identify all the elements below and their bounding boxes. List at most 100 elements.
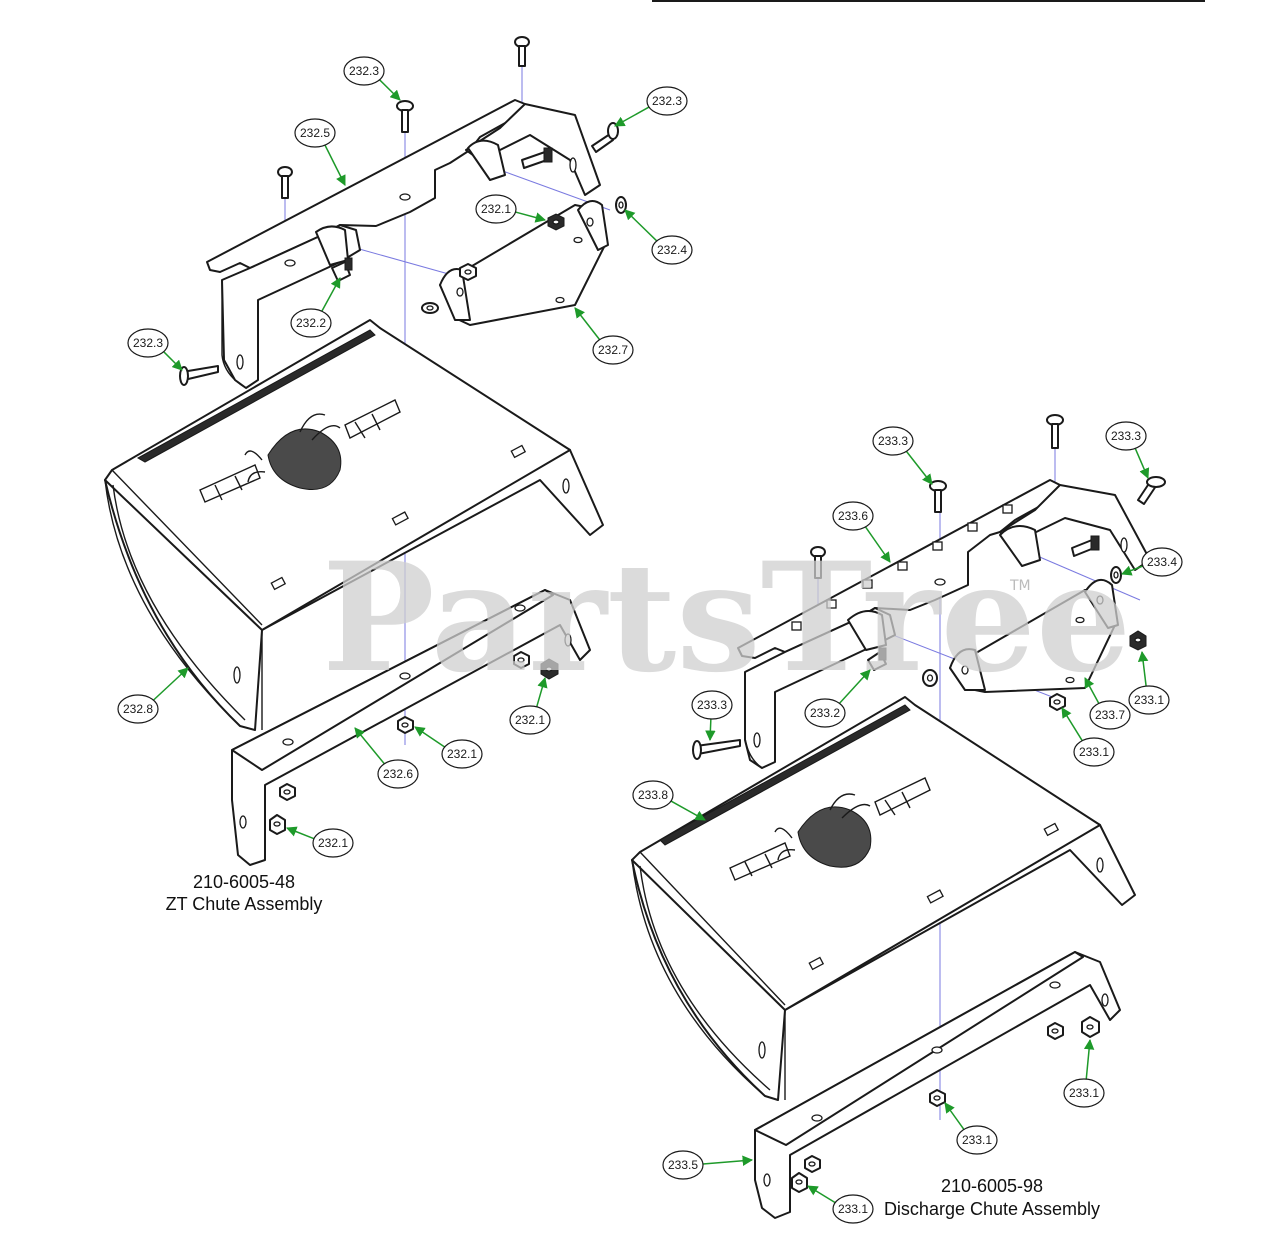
mounting-bracket-233-6 xyxy=(737,479,1151,769)
callout: 232.2 xyxy=(290,277,341,338)
callout-bubble xyxy=(1141,547,1183,577)
callout-label: 233.2 xyxy=(810,706,840,720)
callout-leader xyxy=(1084,677,1100,704)
callout-bubble xyxy=(377,759,419,789)
callout-label: 233.1 xyxy=(1069,1086,1099,1100)
callout: 232.3 xyxy=(614,86,688,127)
callout-label: 233.3 xyxy=(697,698,727,712)
callout-label: 233.8 xyxy=(638,788,668,802)
callout-label: 232.1 xyxy=(515,713,545,727)
watermark-trademark: TM xyxy=(1009,578,1031,594)
brand-logo xyxy=(729,777,931,881)
callout-bubble xyxy=(1063,1078,1105,1108)
callout-label: 233.1 xyxy=(1134,693,1164,707)
callout: 233.3 xyxy=(872,426,933,485)
callout: 233.1 xyxy=(1061,707,1115,767)
assembly-captions: 210-6005-48 ZT Chute Assembly 210-6005-9… xyxy=(166,872,1100,1219)
callout: 233.3 xyxy=(1105,421,1150,479)
chute-body-232-8 xyxy=(104,319,604,731)
callout-bubble xyxy=(290,308,332,338)
callout-label: 233.3 xyxy=(878,434,908,448)
callout-label: 233.3 xyxy=(1111,429,1141,443)
flange-nuts xyxy=(269,651,559,835)
callout-label: 232.5 xyxy=(300,126,330,140)
callout-leader xyxy=(163,351,183,371)
assembly-part-number-discharge: 210-6005-98 xyxy=(941,1176,1043,1196)
callout-bubble xyxy=(632,780,674,810)
callout-bubble xyxy=(1089,700,1131,730)
flange-nuts xyxy=(791,1016,1100,1193)
assembly-part-number-zt: 210-6005-48 xyxy=(193,872,295,892)
callout-bubble xyxy=(832,1194,874,1224)
callout: 233.1 xyxy=(1128,650,1170,715)
callout-bubble xyxy=(651,235,693,265)
callout-label: 233.4 xyxy=(1147,555,1177,569)
callout-leader xyxy=(574,307,601,341)
callout-label: 232.1 xyxy=(447,747,477,761)
callout: 233.5 xyxy=(662,1150,754,1180)
callout-bubble xyxy=(127,328,169,358)
callout-label: 233.7 xyxy=(1095,708,1125,722)
callout: 233.3 xyxy=(691,690,733,742)
callout-bubble xyxy=(509,705,551,735)
callout-label: 232.8 xyxy=(123,702,153,716)
callout-bubble xyxy=(691,690,733,720)
callout: 233.1 xyxy=(944,1102,998,1155)
callout-label: 233.1 xyxy=(962,1133,992,1147)
callout-leader xyxy=(944,1102,965,1130)
callout-label: 232.1 xyxy=(318,836,348,850)
callout-label: 233.1 xyxy=(1079,745,1109,759)
callout-leader xyxy=(1134,448,1150,479)
callout-label: 232.4 xyxy=(657,243,687,257)
callout-bubble xyxy=(872,426,914,456)
callout: 233.1 xyxy=(807,1185,874,1224)
callout: 232.3 xyxy=(343,56,401,101)
callout: 233.7 xyxy=(1084,677,1131,730)
callout-bubble xyxy=(117,694,159,724)
mounting-bracket-232-5 xyxy=(206,99,601,389)
callout-leader xyxy=(321,277,341,312)
callout: 233.4 xyxy=(1121,547,1183,577)
callout-label: 233.1 xyxy=(838,1202,868,1216)
callout: 232.6 xyxy=(354,727,419,789)
callout-label: 232.3 xyxy=(652,94,682,108)
callout-bubble xyxy=(343,56,385,86)
assembly-name-discharge: Discharge Chute Assembly xyxy=(884,1199,1100,1219)
callout: 233.2 xyxy=(804,669,871,728)
watermark-text: PartsTree xyxy=(322,530,1131,706)
callout-bubble xyxy=(1128,685,1170,715)
callout: 233.8 xyxy=(632,780,706,821)
callout-leader xyxy=(152,667,189,701)
callout: 233.1 xyxy=(1063,1038,1105,1108)
callout-bubble xyxy=(832,501,874,531)
callout-leader xyxy=(864,526,891,563)
callout: 232.1 xyxy=(286,826,354,858)
callout: 232.8 xyxy=(117,667,189,724)
support-plate-233-7 xyxy=(949,578,1119,693)
callout-leader xyxy=(807,1185,836,1204)
callout-bubble xyxy=(662,1150,704,1180)
callout-bubble xyxy=(475,194,517,224)
support-plate-232-7 xyxy=(439,200,609,326)
callout: 232.1 xyxy=(475,194,547,224)
callout: 233.6 xyxy=(832,501,891,563)
callout-bubble xyxy=(294,118,336,148)
callout-leader xyxy=(536,676,548,708)
callout-leader xyxy=(705,718,716,742)
zt-chute-assembly xyxy=(104,36,627,866)
discharge-chute-assembly xyxy=(631,414,1166,1219)
callout-label: 233.6 xyxy=(838,509,868,523)
callout-leader xyxy=(624,209,658,242)
callout-leader xyxy=(1061,707,1083,742)
callout-leader xyxy=(1121,565,1144,576)
callout-label: 232.7 xyxy=(598,343,628,357)
lower-bracket-232-6 xyxy=(231,589,591,866)
watermark: PartsTree TM xyxy=(322,530,1131,706)
callout: 232.7 xyxy=(574,307,634,365)
assembly-axis xyxy=(1034,554,1141,601)
callout-leader xyxy=(838,669,871,704)
callout-leader xyxy=(515,211,547,223)
callout-leader xyxy=(324,144,346,186)
